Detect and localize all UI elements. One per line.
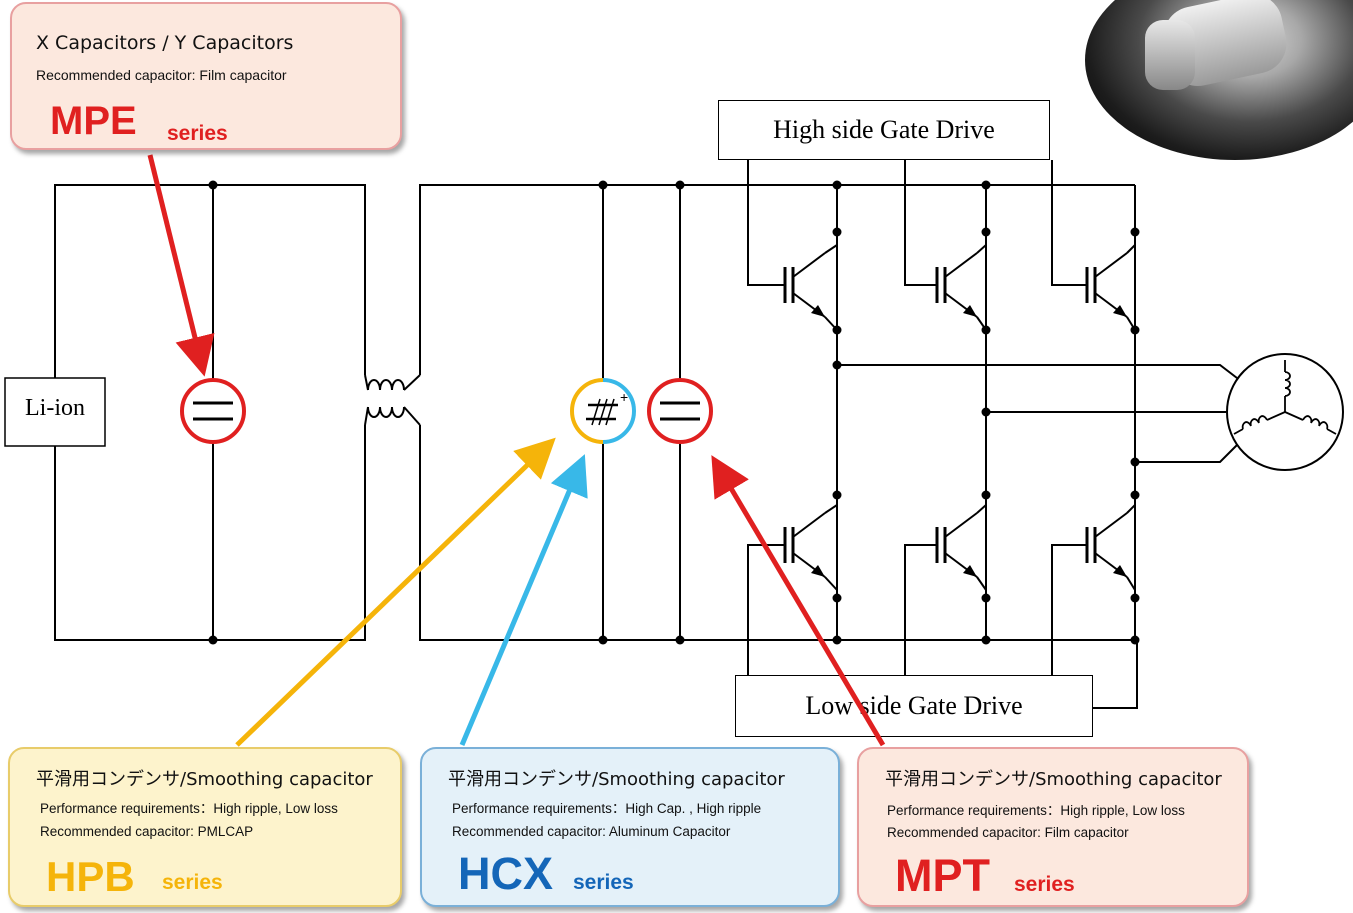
mpt-capacitor-icon — [647, 378, 713, 444]
hpb-callout: 平滑用コンデンサ/Smoothing capacitor Performance… — [8, 747, 402, 907]
hpb-arrow — [235, 437, 556, 747]
hpb-callout-title: 平滑用コンデンサ/Smoothing capacitor — [36, 769, 373, 790]
mpt-callout-recommended: Recommended capacitor: Film capacitor — [887, 825, 1129, 840]
mpe-capacitor-icon — [180, 378, 246, 444]
hcx-callout-requirements: Performance requirements：High Cap. , Hig… — [452, 801, 762, 816]
battery-label: Li-ion — [25, 395, 85, 421]
hpb-callout-recommended: Recommended capacitor: PMLCAP — [40, 824, 254, 839]
hpb-series-label: series — [162, 871, 223, 894]
low-side-gate-drive-label: Low side Gate Drive — [805, 691, 1023, 720]
mpe-series-label: series — [167, 122, 228, 145]
mpt-callout: 平滑用コンデンサ/Smoothing capacitor Performance… — [857, 747, 1249, 907]
hcx-series-label: series — [573, 871, 634, 894]
mpe-callout-recommended: Recommended capacitor: Film capacitor — [36, 67, 287, 83]
polarity-plus-sign: + — [620, 389, 628, 405]
high-side-gate-drive-label: High side Gate Drive — [773, 115, 995, 144]
hcx-callout: 平滑用コンデンサ/Smoothing capacitor Performance… — [420, 747, 840, 907]
hpb-callout-requirements: Performance requirements：High ripple, Lo… — [40, 801, 338, 816]
hcx-series-name: HCX — [458, 848, 554, 899]
mpt-callout-requirements: Performance requirements：High ripple, Lo… — [887, 803, 1185, 818]
hcx-callout-recommended: Recommended capacitor: Aluminum Capacito… — [452, 824, 731, 839]
mpt-arrow — [711, 455, 886, 747]
mpe-arrow — [147, 154, 215, 377]
electrolytic-capacitor-icon: + — [570, 378, 636, 444]
low-side-gate-drive-box: Low side Gate Drive — [735, 675, 1093, 737]
motor-symbol-icon — [1226, 353, 1344, 471]
battery-box — [4, 377, 106, 447]
hcx-callout-title: 平滑用コンデンサ/Smoothing capacitor — [448, 769, 785, 790]
junction-dots — [208, 180, 1140, 645]
mpt-callout-title: 平滑用コンデンサ/Smoothing capacitor — [885, 769, 1222, 790]
mpt-series-label: series — [1014, 873, 1075, 896]
mpt-series-name: MPT — [895, 850, 990, 901]
high-side-gate-drive-box: High side Gate Drive — [718, 100, 1050, 160]
hcx-arrow — [459, 454, 588, 746]
transformer-icon — [364, 374, 421, 426]
mpe-series-name: MPE — [50, 99, 137, 143]
mpe-callout-title: X Capacitors / Y Capacitors — [36, 32, 294, 54]
mpe-callout: X Capacitors / Y Capacitors Recommended … — [10, 2, 402, 150]
hpb-series-name: HPB — [46, 853, 135, 900]
circuit-wires — [54, 160, 1238, 709]
